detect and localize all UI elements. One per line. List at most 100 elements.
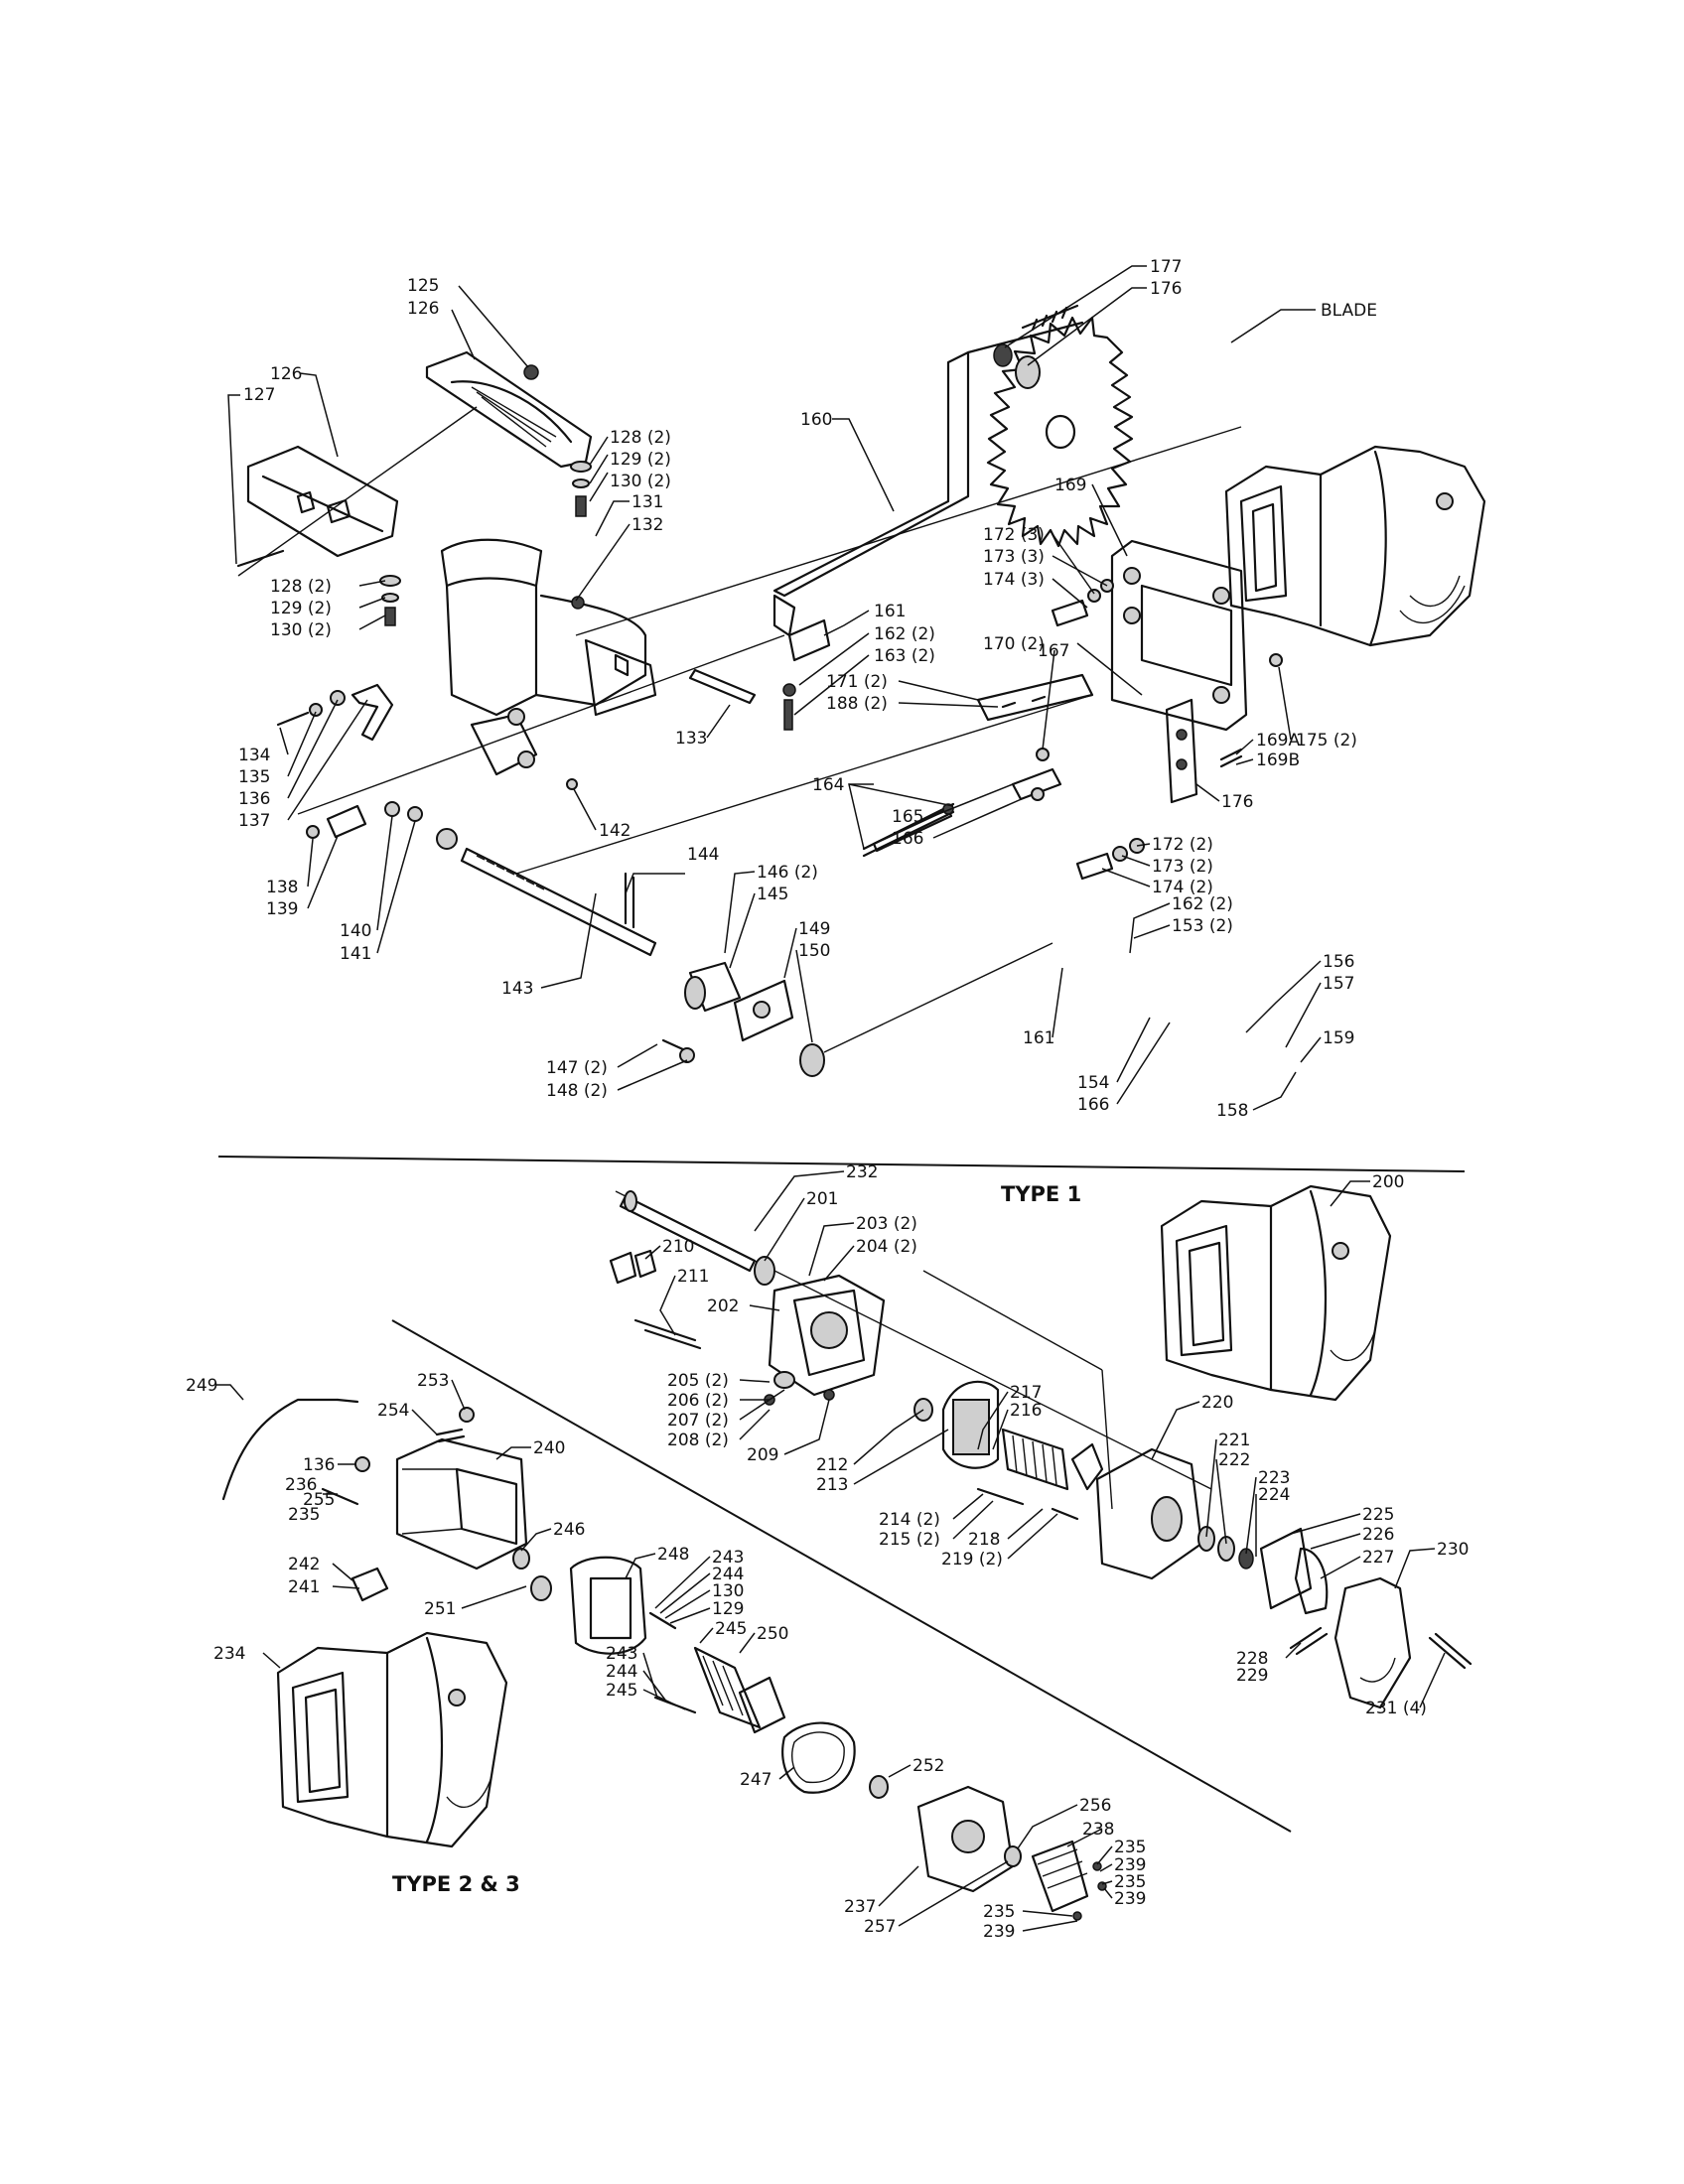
part-label: 156 [1323,952,1354,972]
part-label: 215 (2) [879,1530,940,1550]
part-label: 146 (2) [757,863,818,883]
part-label: 208 (2) [667,1431,729,1450]
saw-blade [986,316,1134,548]
part-label: 228 [1236,1649,1268,1669]
part-label: 253 [417,1371,449,1391]
upper-assembly [236,304,1486,1077]
part-label: 257 [864,1917,896,1937]
part-label: 223 [1258,1468,1290,1488]
part-label: 226 [1362,1525,1394,1545]
section-divider [217,1156,1466,1172]
part-label: 244 [712,1565,744,1584]
part-label: 130 [712,1581,744,1601]
part-label: 171 (2) [826,672,888,692]
part-label: 231 (4) [1365,1699,1427,1718]
part-label: 166 [892,829,923,849]
part-label: 216 [1010,1401,1042,1421]
part-label: 157 [1323,974,1354,994]
part-label: 217 [1010,1383,1042,1403]
part-label: 148 (2) [546,1081,608,1101]
part-label: 127 [243,385,275,405]
motor-housing-upper [1224,445,1486,647]
part-label: BLADE [1321,301,1377,321]
rod-160 [772,321,1084,598]
part-label: 243 [712,1548,744,1568]
part-label: 237 [844,1897,876,1917]
part-label: 161 [874,602,906,621]
trunnion-bracket-126-left [246,445,399,558]
part-label: 136 [303,1455,335,1475]
part-label: 220 [1201,1393,1233,1413]
part-label: 252 [912,1756,944,1776]
part-label: 222 [1218,1450,1250,1470]
part-label: 188 (2) [826,694,888,714]
part-label: 239 [983,1922,1015,1942]
part-label: 229 [1236,1666,1268,1686]
part-label: 200 [1372,1172,1404,1192]
part-label: 256 [1079,1796,1111,1816]
part-label: 142 [599,821,631,841]
part-label: 239 [1114,1889,1146,1909]
part-label: 241 [288,1577,320,1597]
part-label: 230 [1437,1540,1469,1560]
part-label: 204 (2) [856,1237,917,1257]
part-label: 214 (2) [879,1510,940,1530]
heading-type-1: TYPE 1 [1001,1182,1081,1206]
part-label: 163 (2) [874,646,935,666]
part-label: 221 [1218,1431,1250,1450]
tilt-housing-131 [440,538,647,717]
part-label: 174 (3) [983,570,1045,590]
part-label: 203 (2) [856,1214,917,1234]
part-label: 235 [1114,1872,1146,1892]
part-labels: 125 126 126 127 128 (2) 129 (2) 130 (2) … [186,257,1469,1942]
part-label: 160 [800,410,832,430]
part-label: 170 (2) [983,634,1045,654]
part-label: 132 [632,515,663,535]
part-label: 174 (2) [1152,878,1213,897]
part-label: 235 [288,1505,320,1525]
part-label: 169 [1054,476,1086,495]
leader-lines [216,265,1446,1932]
part-label: 255 [303,1490,335,1510]
part-label: 212 [816,1455,848,1475]
part-label: 166 [1077,1095,1109,1115]
part-label: 238 [1082,1820,1114,1840]
part-label: 173 (2) [1152,857,1213,877]
part-label: 232 [846,1162,878,1182]
part-label: 150 [798,941,830,961]
part-label: 133 [675,729,707,749]
part-label: 128 (2) [610,428,671,448]
part-label: 126 [407,299,439,319]
part-label: 143 [501,979,533,999]
part-label: 165 [892,807,923,827]
part-label: 206 (2) [667,1391,729,1411]
part-label: 236 [285,1475,317,1495]
part-label: 129 (2) [270,599,332,618]
part-label: 169B [1256,751,1300,770]
part-label: 135 [238,767,270,787]
part-label: 218 [968,1530,1000,1550]
part-label: 245 [606,1681,637,1701]
part-label: 128 (2) [270,577,332,597]
part-label: 213 [816,1475,848,1495]
part-label: 219 (2) [941,1550,1003,1570]
part-label: 250 [757,1624,788,1644]
part-label: 242 [288,1555,320,1574]
part-label: 254 [377,1401,409,1421]
part-label: 172 (2) [1152,835,1213,855]
part-label: 245 [715,1619,747,1639]
nut-125 [523,364,539,380]
part-label: 134 [238,746,270,765]
part-label: 175 (2) [1296,731,1357,751]
part-label: 164 [812,775,844,795]
part-label: 247 [740,1770,772,1790]
part-label: 251 [424,1599,456,1619]
bracket-169 [1110,539,1248,732]
part-label: 154 [1077,1073,1109,1093]
motor-200 [1160,1184,1392,1402]
part-label: 145 [757,885,788,904]
part-label: 130 (2) [270,620,332,640]
part-label: 234 [213,1644,245,1664]
part-label: 176 [1221,792,1253,812]
part-label: 209 [747,1445,778,1465]
